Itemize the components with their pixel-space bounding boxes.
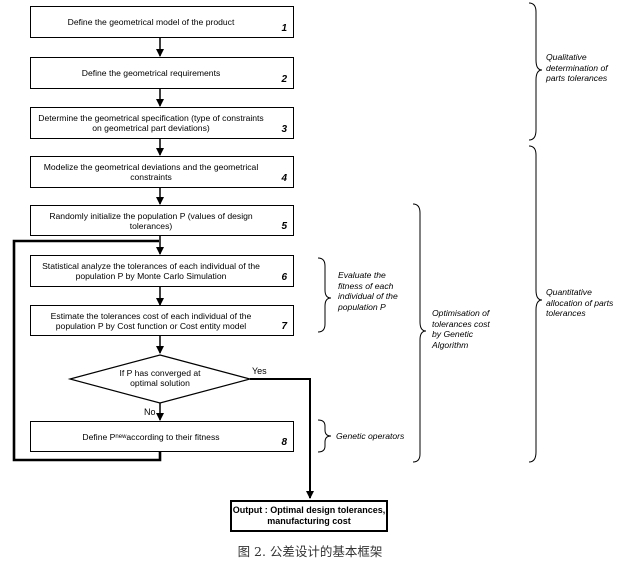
step-6-text: Statistical analyze the tolerances of ea… [42, 261, 260, 281]
step-3-text: Determine the geometrical specification … [38, 113, 264, 133]
step-7-box: Estimate the tolerances cost of each ind… [30, 305, 294, 336]
annotation-genetic: Genetic operators [336, 431, 405, 441]
decision-diamond [67, 354, 253, 404]
step-2-text: Define the geometrical requirements [81, 68, 221, 78]
step-8-prefix: Define P [82, 431, 116, 442]
step-8-number: 8 [281, 437, 287, 448]
loop-back-line [12, 239, 162, 462]
brace-evaluate [317, 257, 332, 333]
decision-yes-label: Yes [252, 366, 267, 376]
step-1-box: Define the geometrical model of the prod… [30, 6, 294, 38]
annotation-optimisation: Optimisation of tolerances cost by Genet… [432, 308, 490, 350]
step-2-number: 2 [281, 74, 287, 85]
step-6-number: 6 [281, 272, 287, 283]
brace-optimisation [412, 203, 427, 463]
step-3-box: Determine the geometrical specification … [30, 107, 294, 139]
step-5-box: Randomly initialize the population P (va… [30, 205, 294, 236]
brace-qualitative [528, 2, 543, 141]
step-1-number: 1 [281, 23, 287, 34]
step-7-number: 7 [281, 321, 287, 332]
annotation-evaluate: Evaluate the fitness of each individual … [338, 270, 398, 312]
step-2-box: Define the geometrical requirements 2 [30, 57, 294, 89]
step-7-text: Estimate the tolerances cost of each ind… [50, 310, 252, 331]
step-1-text: Define the geometrical model of the prod… [67, 17, 235, 27]
annotation-quantitative: Quantitative allocation of parts toleran… [546, 287, 614, 318]
decision-no-label: No [144, 407, 156, 417]
step-4-box: Modelize the geometrical deviations and … [30, 156, 294, 188]
decision-text: If P has converged at optimal solution [119, 368, 201, 388]
annotation-qualitative: Qualitative determination of parts toler… [546, 52, 608, 83]
step-8-suffix: according to their fitness [126, 431, 220, 442]
figure-caption: 图 2. 公差设计的基本框架 [237, 544, 383, 559]
step-4-number: 4 [281, 173, 287, 184]
step-4-text: Modelize the geometrical deviations and … [43, 162, 259, 182]
step-8-sup: new [115, 433, 127, 440]
brace-genetic [317, 419, 332, 453]
output-box: Output : Optimal design tolerances, manu… [230, 500, 388, 532]
step-6-box: Statistical analyze the tolerances of ea… [30, 255, 294, 287]
step-3-number: 3 [281, 124, 287, 135]
brace-quantitative [528, 145, 543, 463]
yes-path [250, 378, 314, 499]
step-5-number: 5 [281, 221, 287, 232]
step-5-text: Randomly initialize the population P (va… [49, 210, 253, 231]
